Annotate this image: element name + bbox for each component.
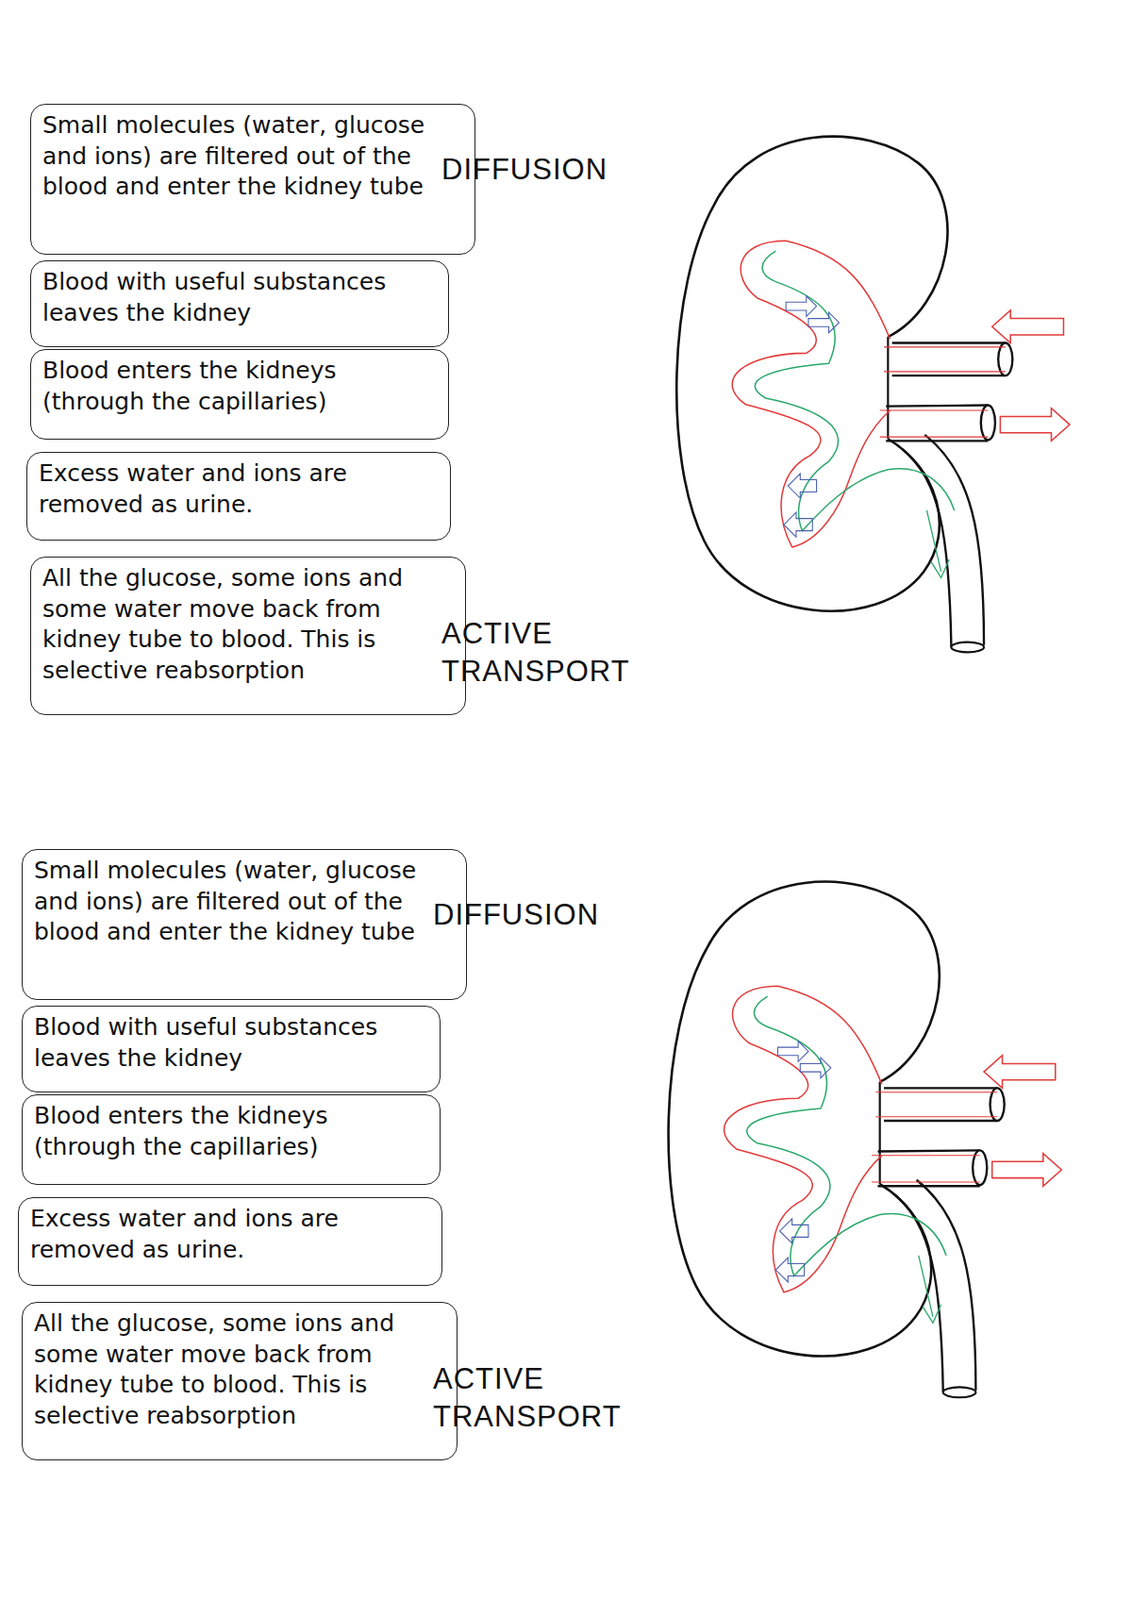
box-text: All the glucose, some ions and some wate…: [33, 1308, 446, 1432]
process-label: DIFFUSION: [441, 150, 659, 189]
process-label: DIFFUSION: [432, 896, 650, 934]
process-box: All the glucose, some ions and some wate…: [21, 1301, 458, 1461]
box-text: Blood enters the kidneys (through the ca…: [33, 1100, 429, 1163]
process-box: Blood with useful substances leaves the …: [21, 1005, 441, 1093]
kidney-drawing: [676, 136, 1070, 653]
process-box: Blood enters the kidneys (through the ca…: [30, 349, 450, 440]
box-text: Small molecules (water, glucose and ions…: [33, 855, 455, 949]
process-label: ACTIVE TRANSPORT: [432, 1360, 641, 1437]
box-text: Blood with useful substances leaves the …: [33, 1012, 429, 1074]
box-text: All the glucose, some ions and some wate…: [42, 563, 454, 686]
process-box: All the glucose, some ions and some wate…: [30, 556, 467, 716]
box-text: Small molecules (water, glucose and ions…: [42, 110, 464, 203]
process-box: Excess water and ions are removed as uri…: [17, 1197, 443, 1286]
process-label: ACTIVE TRANSPORT: [441, 615, 650, 692]
box-text: Blood enters the kidneys (through the ca…: [42, 355, 437, 417]
process-box: Blood with useful substances leaves the …: [30, 260, 450, 348]
process-box: Excess water and ions are removed as uri…: [26, 451, 451, 541]
process-box: Blood enters the kidneys (through the ca…: [21, 1094, 441, 1185]
kidney-drawing: [668, 882, 1063, 1399]
box-text: Excess water and ions are removed as uri…: [30, 1203, 431, 1266]
box-text: Blood with useful substances leaves the …: [42, 266, 437, 329]
process-box: Small molecules (water, glucose and ions…: [30, 103, 476, 255]
box-text: Excess water and ions are removed as uri…: [38, 458, 439, 520]
process-box: Small molecules (water, glucose and ions…: [21, 849, 467, 1000]
